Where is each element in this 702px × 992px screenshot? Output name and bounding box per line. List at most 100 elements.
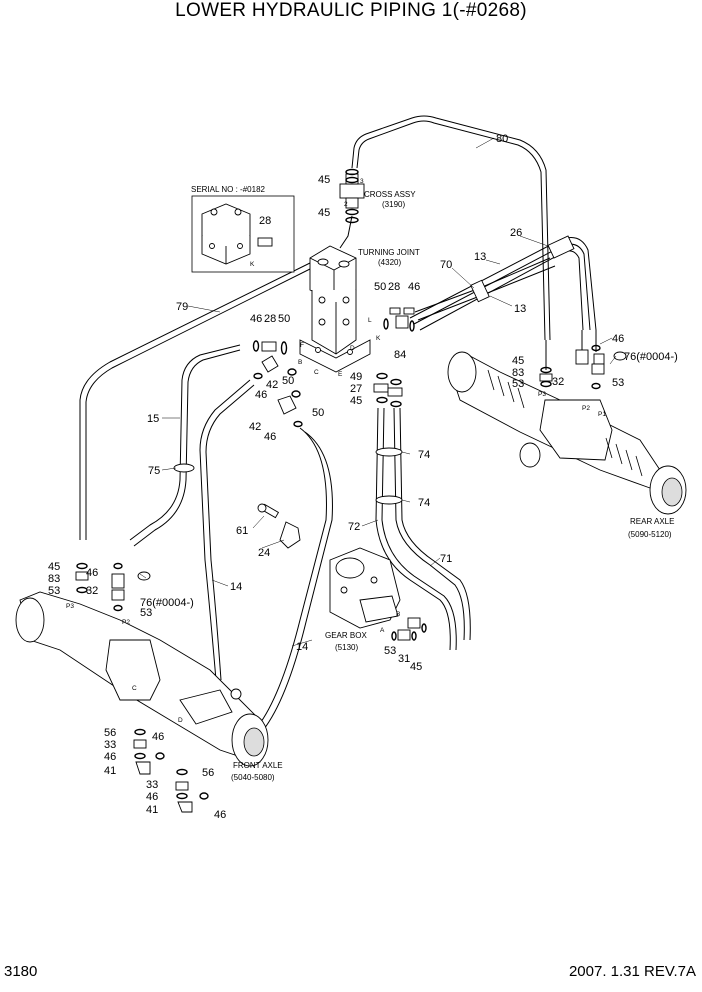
port-e: E [338,371,343,378]
bracket-24 [257,503,301,549]
hoses [79,115,597,735]
hose-80 [351,115,551,341]
callout-46-upper-b: 46 [152,731,164,743]
callout-24: 24 [258,547,270,559]
serial-inset: K [191,195,295,273]
callout-75: 75 [148,465,160,477]
callout-50-left: 50 [278,313,290,325]
label-gear-box: GEAR BOX [325,631,367,640]
port-l: L [368,317,372,324]
hose-72-b [381,407,457,651]
port-c: C [314,369,319,376]
label-gear-box-ref: (5130) [335,643,358,652]
clamp-26 [547,235,575,259]
port-p2-rear: P2 [582,405,590,412]
callout-31: 31 [398,653,410,665]
callout-41-lower: 41 [146,804,158,816]
hose-80-inner [356,120,546,341]
hose-14-a-b [205,384,255,681]
callout-45-rear: 45 [512,355,524,367]
label-serial-no: SERIAL NO : -#0182 [191,185,266,194]
callout-46-upper-a: 46 [104,751,116,763]
callout-46-lower-a: 46 [146,791,158,803]
callout-53-front-b: 53 [140,607,152,619]
date-revision: 2007. 1.31 REV.7A [568,963,696,980]
callout-53-rear-b: 53 [612,377,624,389]
page-title: LOWER HYDRAULIC PIPING 1(-#0268) [175,0,527,21]
assembly-labels: SERIAL NO : -#0182 CROSS ASSY (3190) TUR… [191,185,674,782]
callout-27: 27 [350,383,362,395]
callout-46-lower-b: 46 [214,809,226,821]
callout-83-rear: 83 [512,367,524,379]
rear-axle: P3 P2 P1 [447,344,687,515]
rear-axle-ribs [487,369,643,477]
callout-45-front: 45 [48,561,60,573]
callout-46-lower: 46 [264,431,276,443]
callout-70: 70 [440,259,452,271]
callout-84: 84 [394,349,406,361]
front-axle: P3 P2 C D [15,562,269,813]
port-a-gear: A [380,627,385,634]
callout-56-lower: 56 [202,767,214,779]
callout-42-lower: 42 [249,421,261,433]
hose-72 [375,407,451,651]
port-f: F [300,342,304,349]
page-number: 3180 [4,963,38,980]
label-cross-assy-ref: (3190) [382,200,405,209]
turning-joint: B C E D F L K [298,245,381,378]
clamp-74-b [375,495,403,505]
callout-61: 61 [236,525,248,537]
callout-53-gear: 53 [384,645,396,657]
label-cross-assy: CROSS ASSY [364,190,416,199]
hose-79-b [85,267,313,540]
callout-45-joint: 45 [350,395,362,407]
callout-72: 72 [348,521,360,533]
port-2: 2 [344,201,348,208]
hose-79 [79,261,313,540]
callout-32-front: 32 [86,585,98,597]
hose-14-b [254,427,327,731]
callout-56-upper: 56 [104,727,116,739]
callout-28-inset: 28 [259,215,271,227]
callout-50-lower: 50 [312,407,324,419]
port-p3-rear: P3 [538,391,546,398]
port-d: D [350,345,355,352]
callout-32-rear: 32 [552,376,564,388]
callout-71: 71 [440,553,452,565]
callout-15: 15 [147,413,159,425]
hose-14-a [199,379,251,681]
clamp-74-a [375,447,403,457]
callout-46-mid: 46 [255,389,267,401]
callout-80: 80 [496,133,508,145]
hose-15-b [133,349,241,547]
port-3: 3 [360,178,364,185]
callout-83-front: 83 [48,573,60,585]
callout-13-top: 13 [474,251,486,263]
clamp-75 [173,463,195,473]
hose-rear-feed [545,330,597,370]
hose-71-b [399,407,471,641]
callout-42-upper: 42 [266,379,278,391]
label-rear-axle-ref: (5090-5120) [628,530,672,539]
port-b-gear: B [396,611,400,618]
cross-assy: 2 3 [339,173,365,249]
callout-45-gear: 45 [410,661,422,673]
port-p2-front: P2 [122,619,130,626]
leader-lines [139,137,617,647]
callout-74-lower: 74 [418,497,430,509]
gear-box: A B [329,547,427,641]
callout-49: 49 [350,371,362,383]
callout-14-lower: 14 [296,641,308,653]
callout-33-upper: 33 [104,739,116,751]
callout-53-rear: 53 [512,378,524,390]
port-c-front: C [132,685,137,692]
callout-28-right: 28 [388,281,400,293]
callout-41-upper: 41 [104,765,116,777]
callout-33-lower: 33 [146,779,158,791]
callout-76-front: 76(#0004-) [140,597,194,609]
callout-74-upper: 74 [418,449,430,461]
hose-15 [129,344,241,541]
callout-14-upper: 14 [230,581,242,593]
